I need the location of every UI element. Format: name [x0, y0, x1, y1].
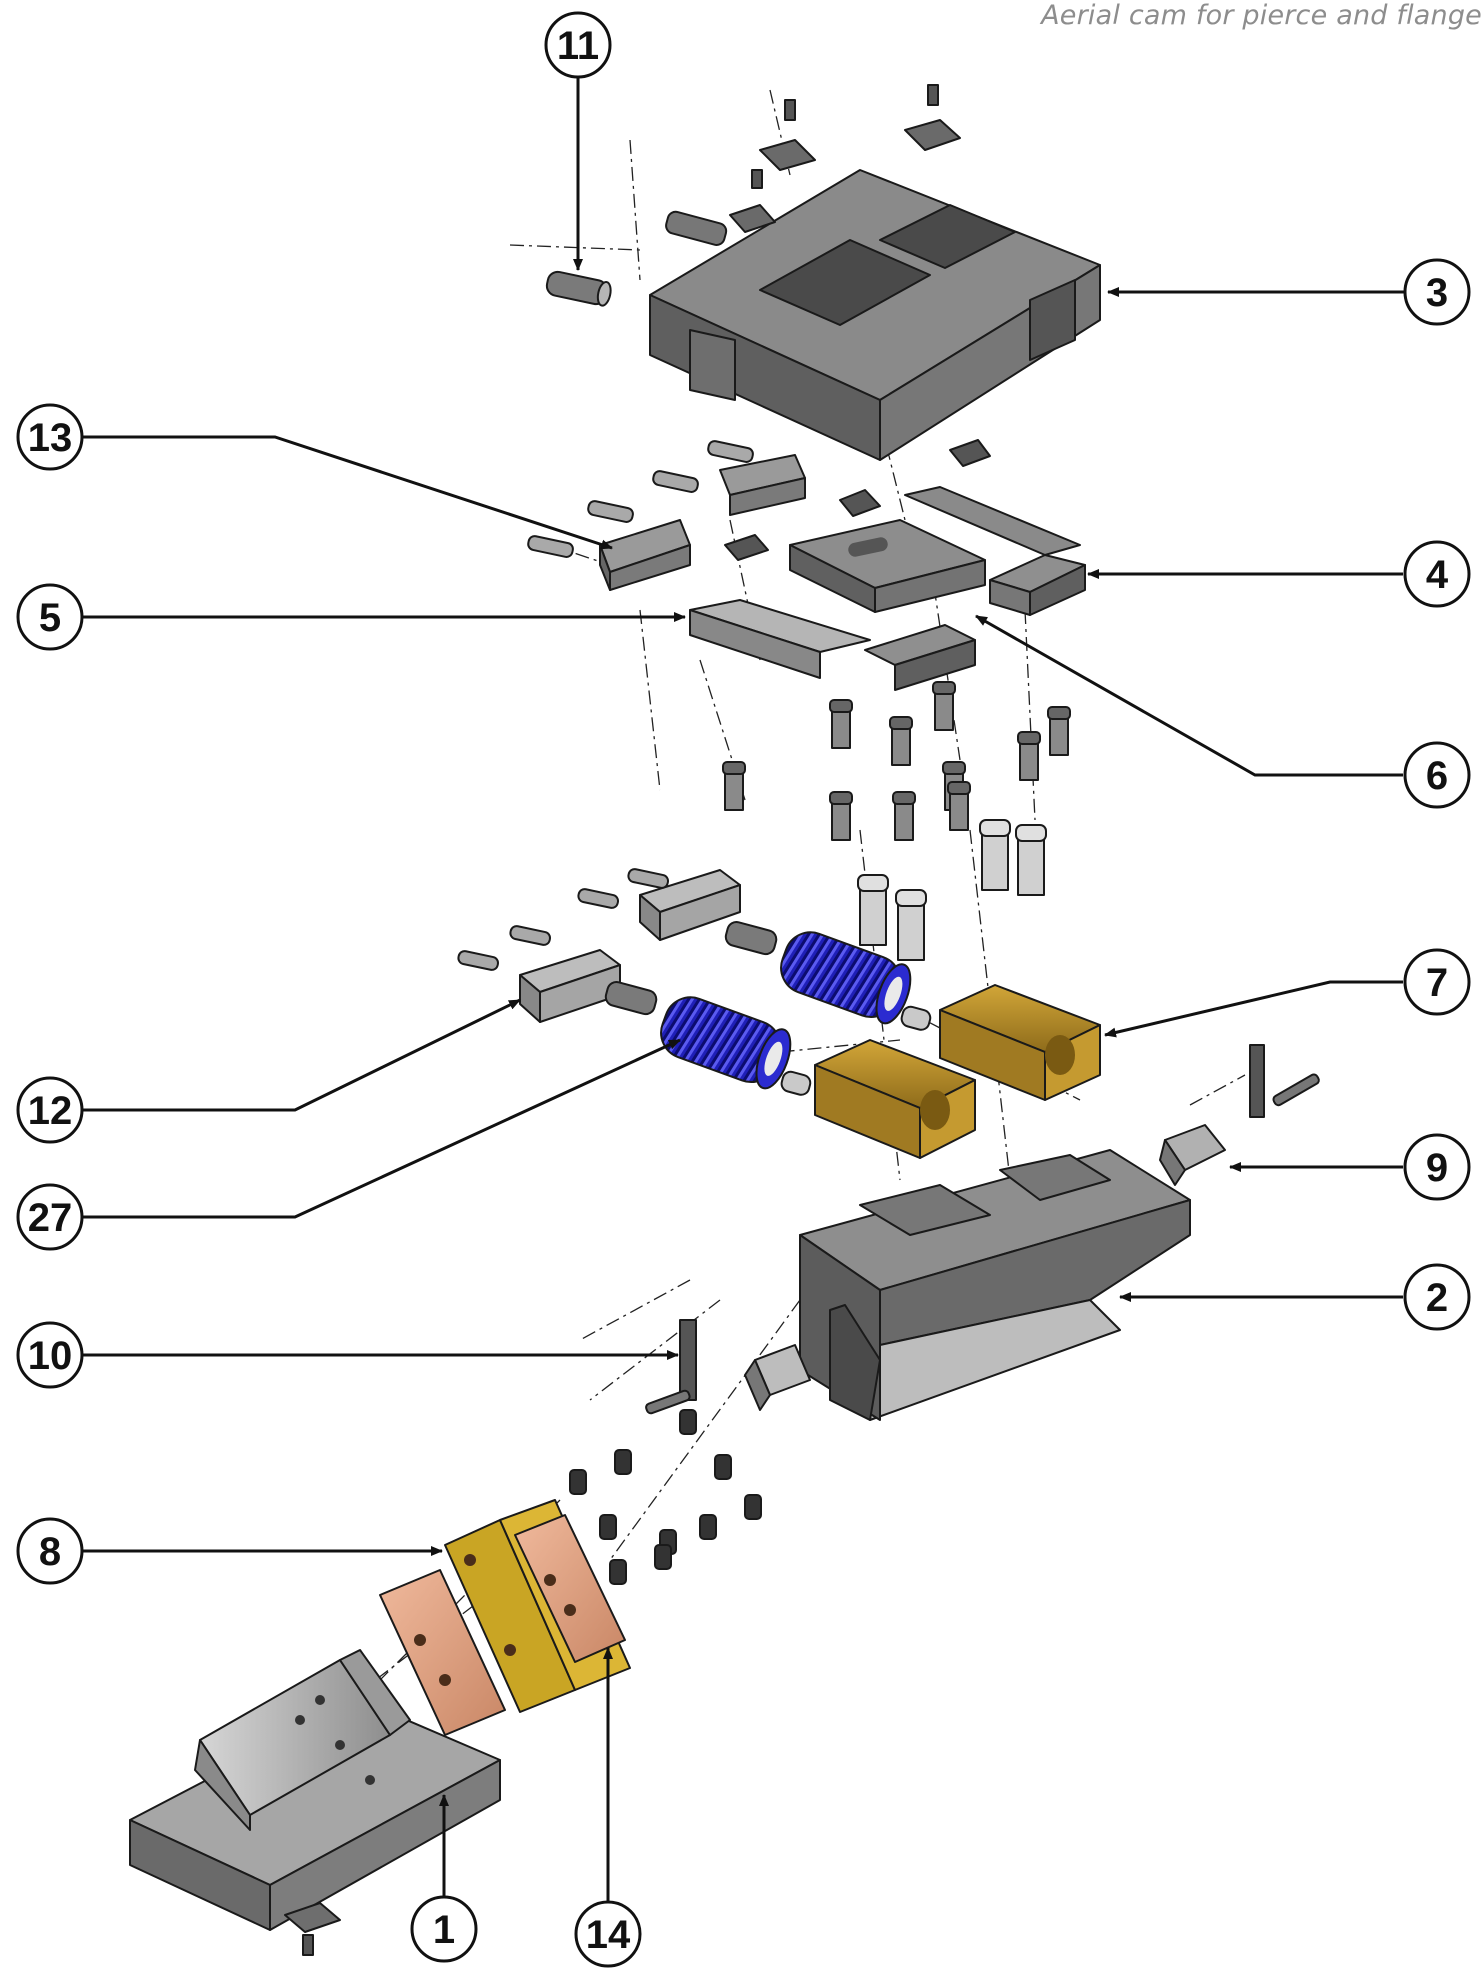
part-9-stop-wedge: [1159, 1044, 1320, 1186]
part-7-spring-seats: [814, 984, 1101, 1159]
leader-6: [975, 614, 1403, 777]
callout-label-12: 12: [28, 1089, 73, 1133]
part-13-key-block: [527, 439, 991, 591]
leader-7: [1104, 980, 1403, 1038]
callout-label-13: 13: [28, 416, 73, 460]
callout-7: 7: [1403, 948, 1471, 1016]
callout-1: 1: [410, 1895, 478, 1963]
callout-11: 11: [544, 11, 612, 79]
callout-label-11: 11: [557, 24, 599, 68]
part-6-slide-plate: [789, 519, 986, 613]
part-3-cam-holder: [649, 169, 1101, 461]
callout-label-10: 10: [28, 1334, 73, 1378]
part-8-wear-plate: [379, 1499, 631, 1736]
callout-5: 5: [16, 583, 84, 651]
leader-lines: [82, 72, 1405, 1902]
callout-label-14: 14: [586, 1913, 631, 1957]
callout-13: 13: [16, 403, 84, 471]
callout-label-2: 2: [1426, 1276, 1448, 1320]
part-10-stop-bracket: [645, 1319, 811, 1415]
part-4-guide-bar: [904, 486, 1086, 616]
callout-6: 6: [1403, 741, 1471, 809]
callout-12: 12: [16, 1076, 84, 1144]
leader-12: [82, 998, 521, 1112]
callout-label-1: 1: [433, 1908, 455, 1952]
callout-9: 9: [1403, 1133, 1471, 1201]
callout-14: 14: [574, 1900, 642, 1968]
wear-plate-screws: [569, 1409, 762, 1585]
callout-2: 2: [1403, 1263, 1471, 1331]
callout-27: 27: [16, 1183, 84, 1251]
part-11-dowel-pin: [545, 270, 612, 307]
callout-8: 8: [16, 1517, 84, 1585]
callout-3: 3: [1403, 258, 1471, 326]
leader-13: [82, 435, 613, 550]
part-27-coil-springs: [660, 931, 932, 1096]
callout-label-6: 6: [1426, 754, 1448, 798]
callout-label-5: 5: [39, 596, 61, 640]
callout-4: 4: [1403, 540, 1471, 608]
part-2-cam-slide: [799, 1149, 1191, 1421]
part-3-hardware: [665, 84, 961, 246]
figure-caption: Aerial cam for pierce and flange: [1041, 0, 1482, 31]
callout-label-8: 8: [39, 1530, 61, 1574]
part-5-guide-bar: [689, 599, 976, 691]
callout-label-9: 9: [1426, 1146, 1448, 1190]
cap-screws-group: [722, 681, 1071, 961]
part-12-spring-retainer: [457, 868, 778, 1023]
callout-label-4: 4: [1426, 553, 1449, 597]
leader-27: [82, 1038, 681, 1219]
callout-label-7: 7: [1426, 961, 1448, 1005]
callout-10: 10: [16, 1321, 84, 1389]
callout-label-3: 3: [1426, 271, 1448, 315]
callout-label-27: 27: [28, 1196, 73, 1240]
